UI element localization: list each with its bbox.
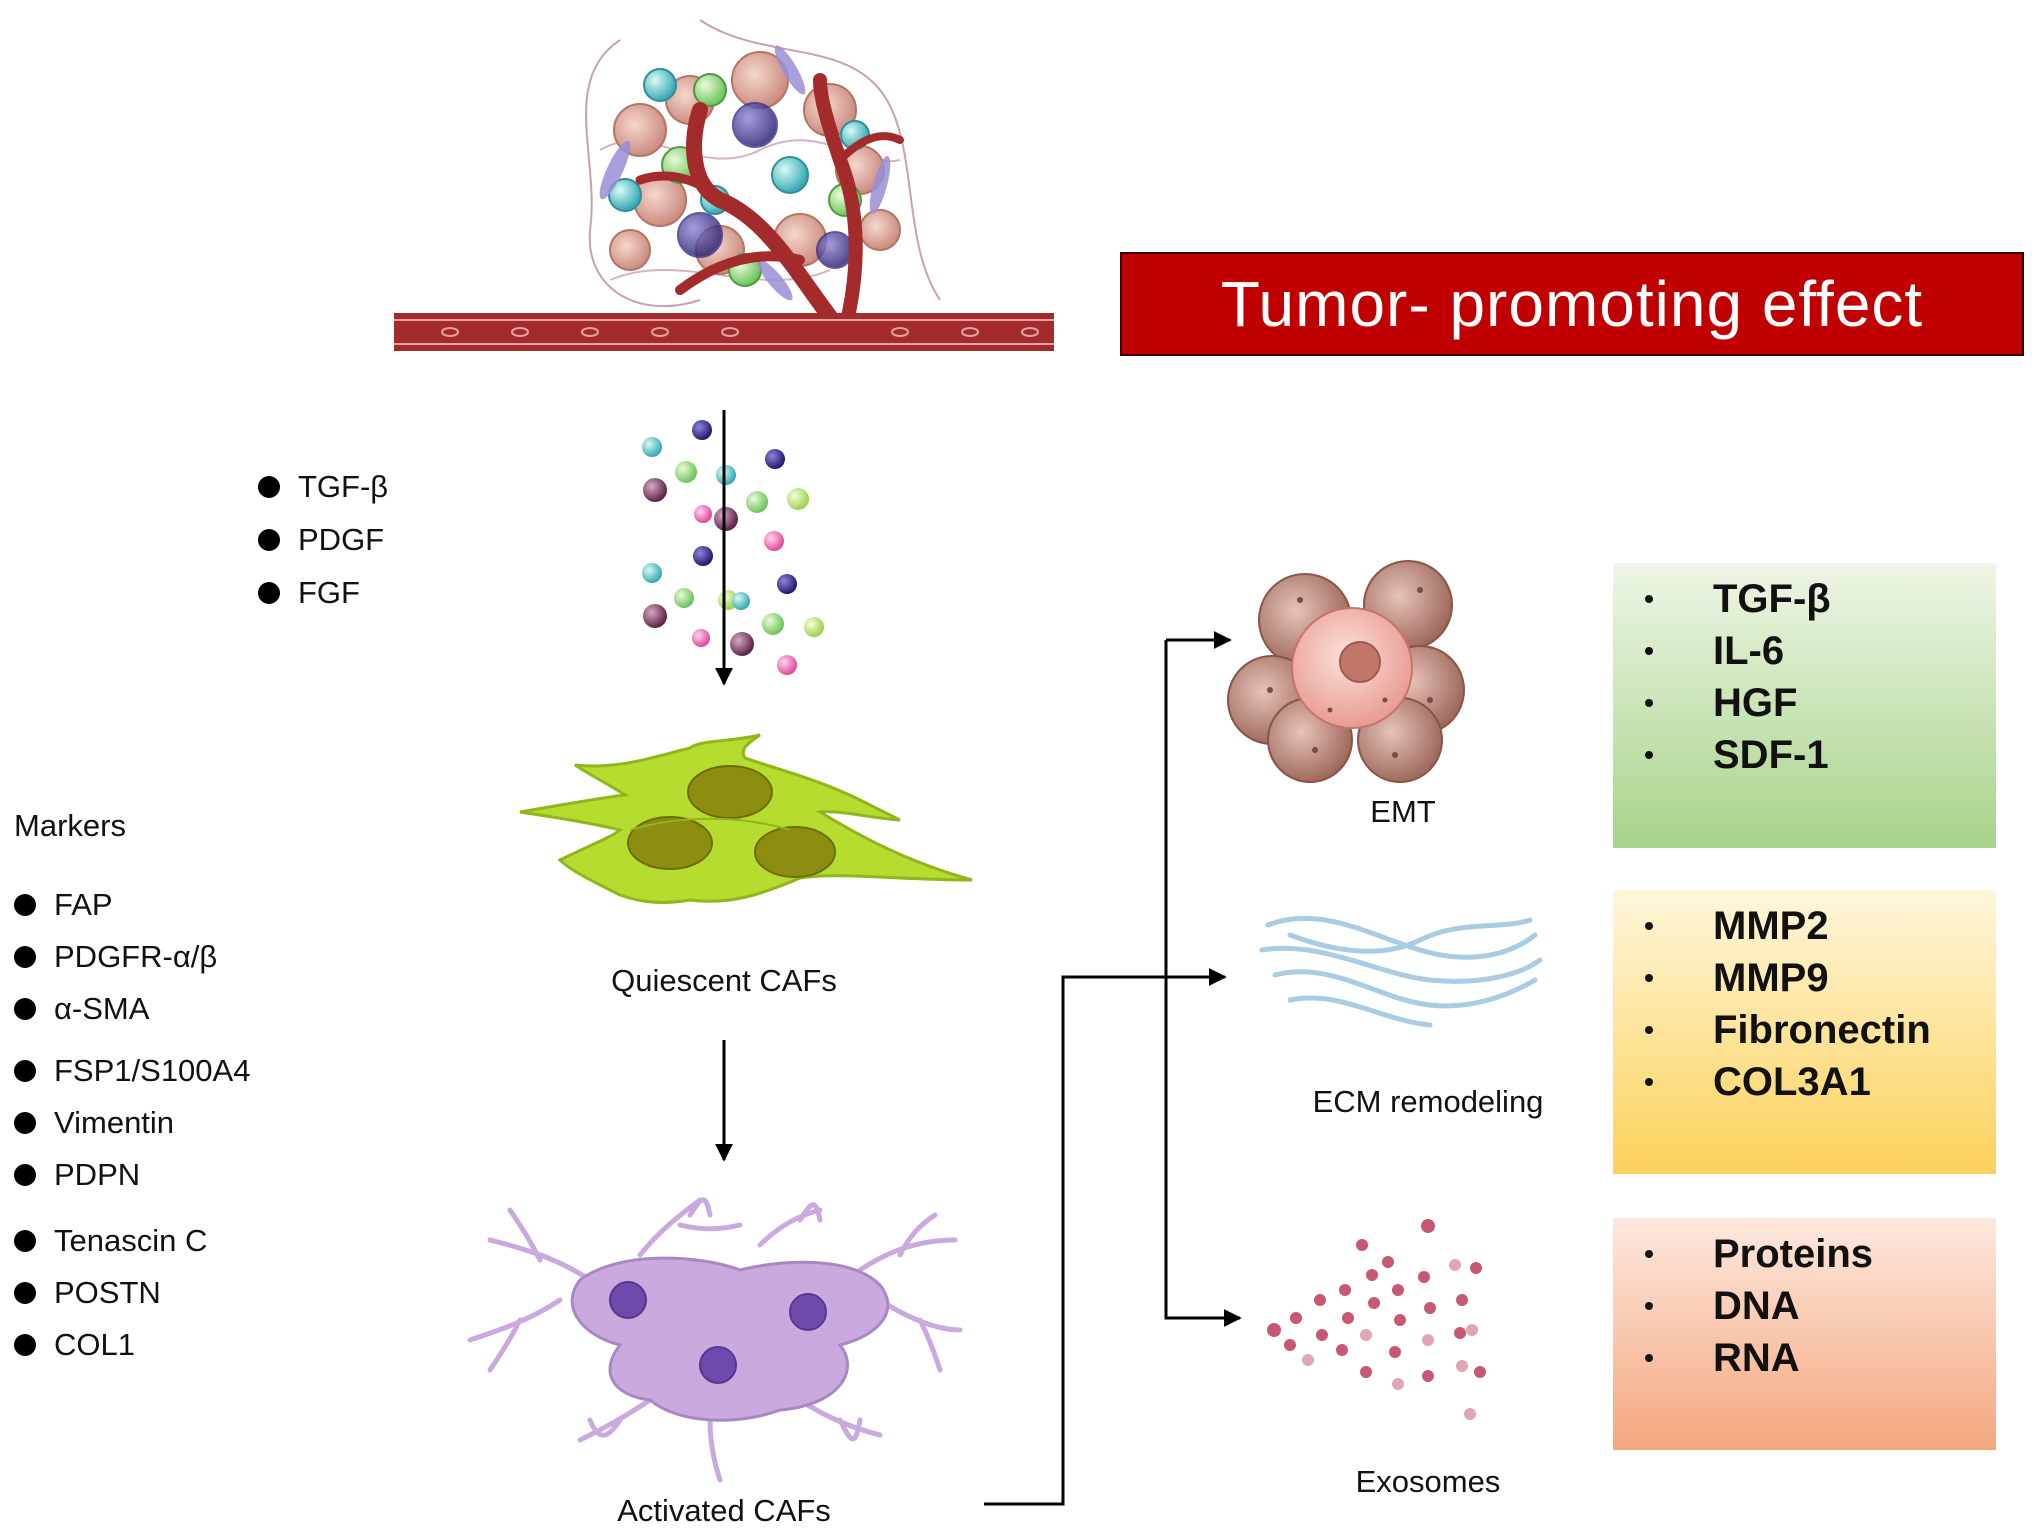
exosome-factor: RNA — [1633, 1332, 1996, 1384]
marker-item: Vimentin — [14, 1097, 250, 1149]
activated-caf-label: Activated CAFs — [617, 1493, 831, 1528]
activated-caf-illustration — [467, 1197, 963, 1483]
exosome-dots — [1267, 1219, 1486, 1420]
exosome-factor: Proteins — [1633, 1228, 1996, 1280]
marker-item: PDPN — [14, 1149, 250, 1201]
emt-factor: TGF-β — [1633, 573, 1996, 625]
branch-connector — [984, 631, 1242, 1506]
title-banner: Tumor- promoting effect — [1120, 252, 2024, 356]
markers-title: Markers — [14, 808, 126, 843]
ecm-factor-box: MMP2 MMP9 Fibronectin COL3A1 — [1613, 890, 1996, 1174]
emt-factor: HGF — [1633, 677, 1996, 729]
growth-factor-molecules — [642, 420, 824, 675]
markers-list: FAP PDGFR-α/β α-SMA FSP1/S100A4 Vimentin… — [14, 879, 250, 1371]
growth-factor-item: FGF — [258, 566, 388, 619]
exosome-factor-box: Proteins DNA RNA — [1613, 1218, 1996, 1450]
emt-label: EMT — [1370, 794, 1436, 829]
title-text: Tumor- promoting effect — [1220, 268, 1924, 340]
marker-item: FSP1/S100A4 — [14, 1045, 250, 1097]
marker-item: α-SMA — [14, 983, 250, 1035]
growth-factor-item: PDGF — [258, 513, 388, 566]
growth-factor-list: TGF-β PDGF FGF — [258, 460, 388, 619]
emt-factor: IL-6 — [1633, 625, 1996, 677]
ecm-factor: Fibronectin — [1633, 1004, 1996, 1056]
marker-item: POSTN — [14, 1267, 250, 1319]
emt-cell-cluster — [1227, 560, 1465, 783]
marker-item: Tenascin C — [14, 1215, 250, 1267]
ecm-factor: MMP2 — [1633, 900, 1996, 952]
ecm-factor: COL3A1 — [1633, 1056, 1996, 1108]
marker-item: PDGFR-α/β — [14, 931, 250, 983]
quiescent-caf-label: Quiescent CAFs — [611, 963, 837, 998]
exosomes-label: Exosomes — [1355, 1464, 1501, 1499]
emt-factor-box: TGF-β IL-6 HGF SDF-1 — [1613, 563, 1996, 848]
marker-item: COL1 — [14, 1319, 250, 1371]
ecm-factor: MMP9 — [1633, 952, 1996, 1004]
quiescent-caf-illustration — [519, 733, 973, 904]
tumor-illustration — [394, 19, 1054, 351]
growth-factor-item: TGF-β — [258, 460, 388, 513]
marker-item: FAP — [14, 879, 250, 931]
ecm-fibers — [1259, 915, 1543, 1028]
emt-factor: SDF-1 — [1633, 729, 1996, 781]
exosome-factor: DNA — [1633, 1280, 1996, 1332]
ecm-remodeling-label: ECM remodeling — [1312, 1084, 1544, 1119]
